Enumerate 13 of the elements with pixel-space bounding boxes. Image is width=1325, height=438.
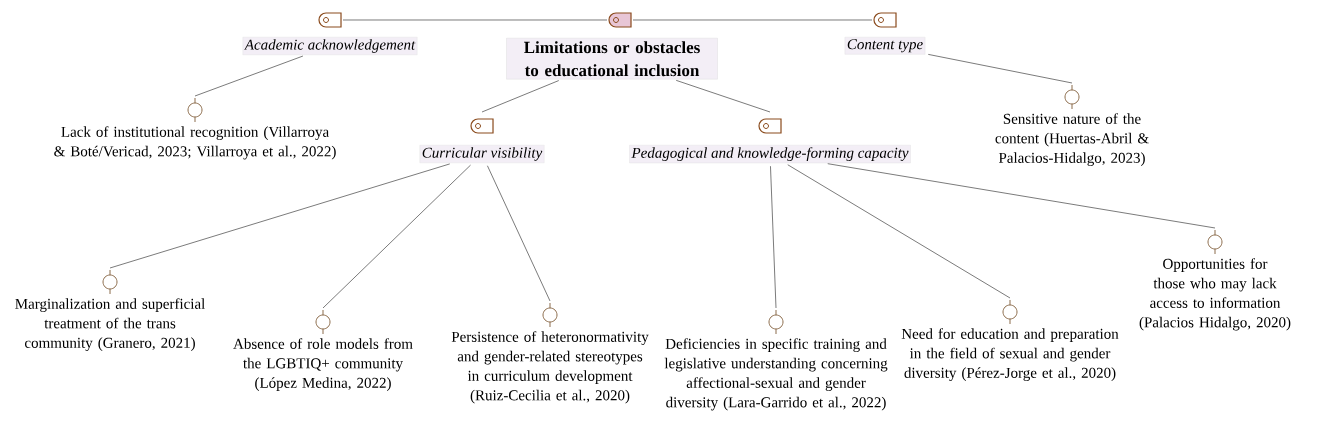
title-box: Limitations or obstacles to educational inclusion (506, 38, 718, 80)
category-box: Curricular visibility (419, 145, 545, 164)
leaf-text: Lack of institutional recognition (Villarroya & Boté/Vericad, 2023; Villarroya et al., 2022) (54, 126, 336, 160)
leaf-text: Marginalization and superficial treatment of the trans community (Granero, 2021) (15, 298, 205, 351)
category-box: Content type (844, 37, 926, 55)
leaf-text: Need for education and preparation in the field of sexual and gender diversity (Pérez-Jorge et al., 2020) (901, 328, 1119, 381)
leaf-text: Absence of role models from the LGBTIQ+ community (López Medina, 2022) (233, 338, 413, 391)
leaf-text: Deficiencies in specific training and legislative understanding concerning affectional-sexual and gender diversity (Lara-Garrido et al., 2022) (664, 338, 888, 411)
leaf-text: Opportunities for those who may lack access to information (Palacios Hidalgo, 2020) (1139, 258, 1291, 331)
category-box: Pedagogical and knowledge-forming capacity (629, 145, 911, 164)
leaf-text: Persistence of heteronormativity and gender-related stereotypes in curriculum development (Ruiz-Cecilia et al., 2020) (451, 331, 649, 404)
category-box: Academic acknowledgement (242, 37, 418, 55)
leaf-text: Sensitive nature of the content (Huertas-Abril & Palacios-Hidalgo, 2023) (995, 113, 1149, 166)
